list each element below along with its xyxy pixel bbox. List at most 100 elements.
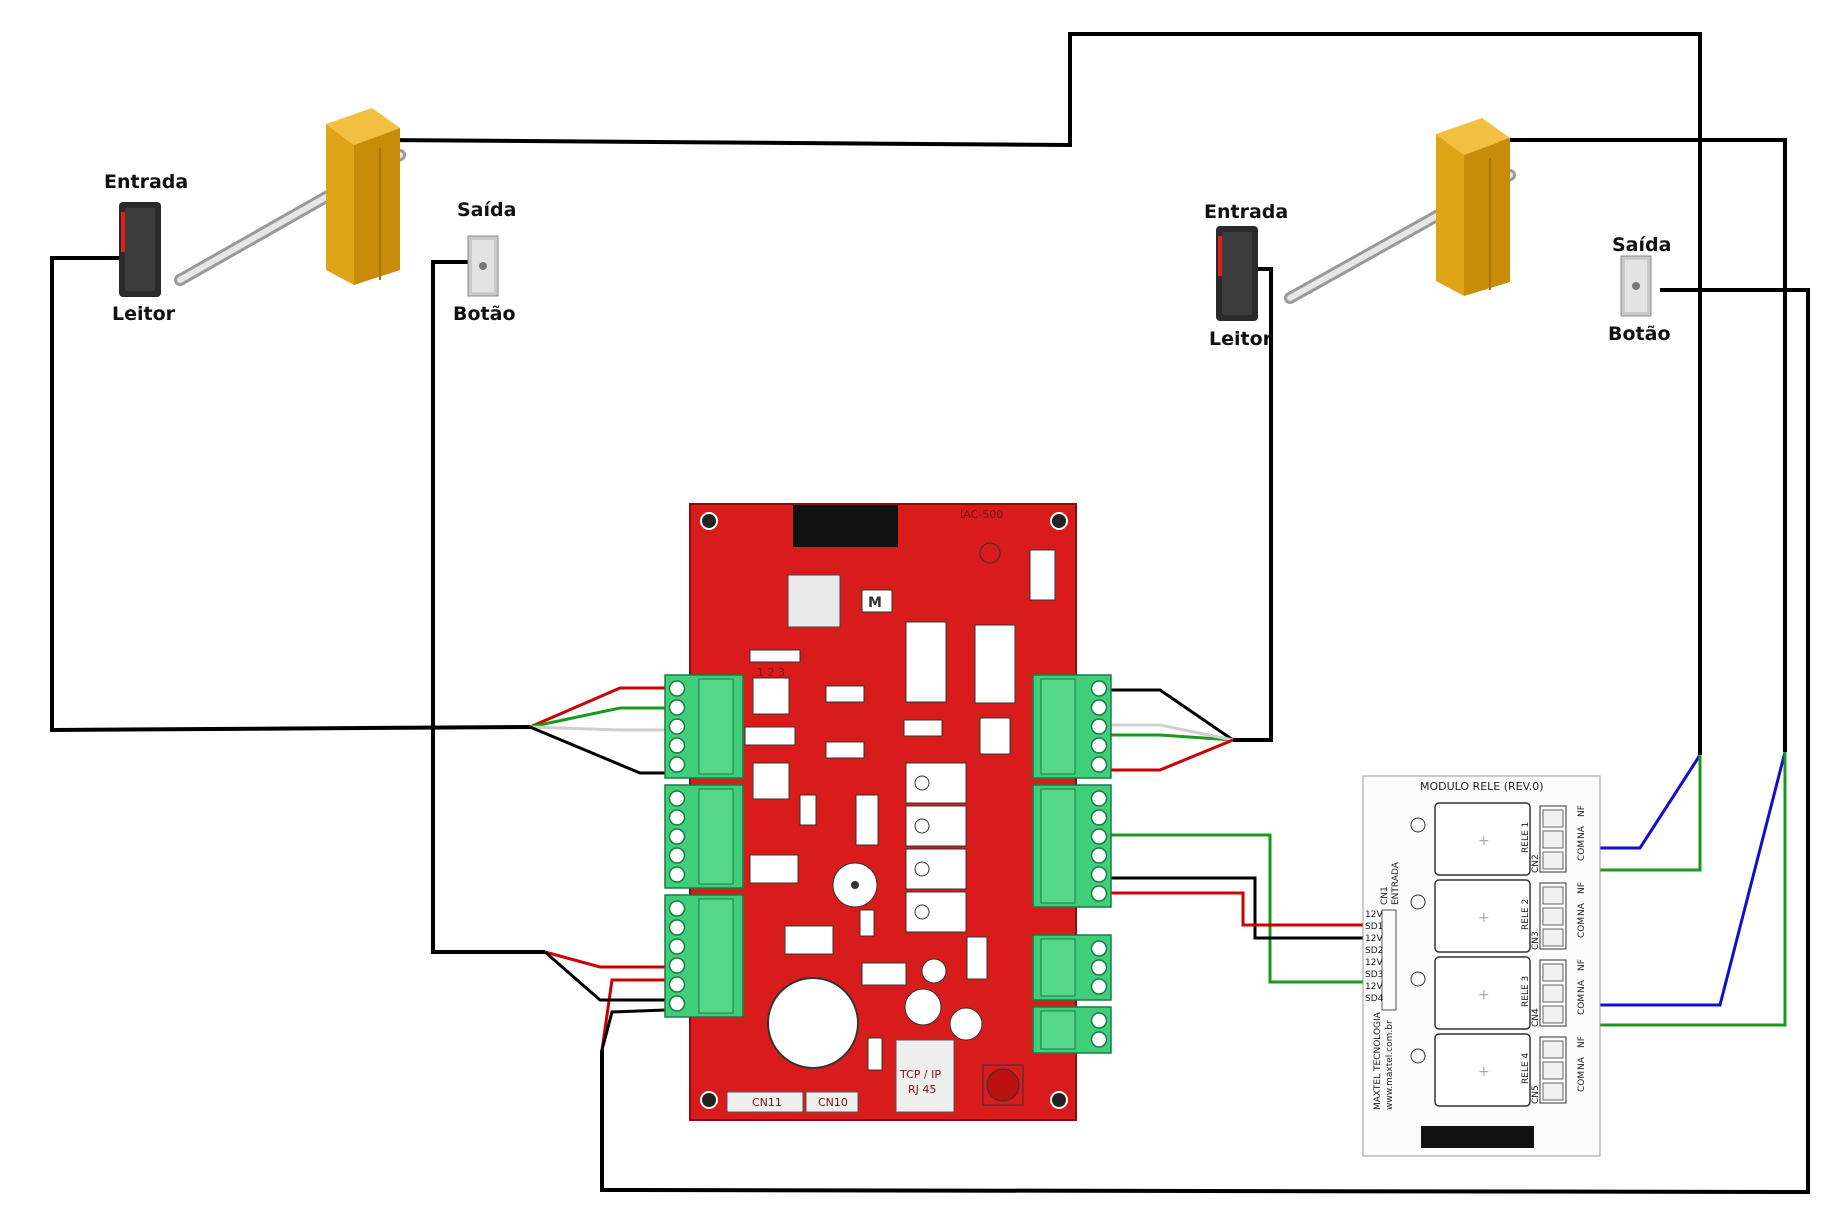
terminal-screw	[1090, 885, 1108, 902]
exit-button-left	[467, 235, 499, 297]
connector-label: CN4	[1531, 1008, 1541, 1027]
relay-label: RELE 3	[1521, 976, 1531, 1007]
controller-board: IAC-500 M 1 2 3	[689, 503, 1077, 1121]
terminal-block	[1032, 934, 1112, 1001]
terminal-screw	[668, 809, 686, 826]
battery	[767, 977, 859, 1069]
terminal-screw	[1090, 809, 1108, 826]
regulator	[905, 762, 967, 804]
terminal-screw	[668, 680, 686, 697]
relay-module-title: MODULO RELE (REV.0)	[1420, 780, 1544, 793]
led	[1410, 1048, 1426, 1064]
site-label: www.maxtel.com.br	[1385, 1020, 1395, 1110]
terminal-screw	[1090, 718, 1108, 735]
contact-label: NA	[1577, 1056, 1587, 1070]
cn11-label: CN11	[752, 1096, 782, 1109]
entrada-label: ENTRADA	[1391, 861, 1401, 905]
terminal-blocks-left	[664, 674, 744, 1018]
relay-coil	[1434, 802, 1531, 876]
wire-red	[529, 686, 666, 729]
mount-hole	[1050, 1091, 1068, 1109]
label-saida-right: Saída	[1612, 234, 1671, 256]
connector-label: CN2	[1531, 854, 1541, 873]
exit-button-right	[1620, 255, 1652, 317]
maker-label: MAXTEL TECNOLOGIA	[1373, 1011, 1383, 1110]
rj45-port	[895, 1039, 955, 1113]
header-block	[752, 677, 790, 715]
wire-white	[529, 725, 666, 732]
wire-black	[600, 1008, 667, 1051]
contact-label: NF	[1577, 959, 1587, 971]
terminal-screw	[1090, 866, 1108, 883]
regulator	[905, 848, 967, 890]
terminal-screw	[668, 919, 686, 936]
regulator	[905, 891, 967, 933]
card-reader-right	[1216, 226, 1258, 321]
wire-red	[1110, 738, 1234, 772]
wire-green	[1110, 733, 1234, 742]
led	[1410, 971, 1426, 987]
svg-text:+: +	[1478, 987, 1490, 1003]
terminal-screw	[1090, 940, 1108, 957]
terminal-block	[1032, 784, 1112, 908]
connector-cn10	[805, 1091, 859, 1113]
barrier-post-side	[1464, 138, 1510, 296]
label-botao-left: Botão	[453, 303, 516, 325]
contact-label: NA	[1577, 825, 1587, 839]
contact-label: COM	[1577, 1071, 1587, 1092]
board-model: IAC-500	[960, 508, 1003, 521]
pin-numbers: 1 2 3	[757, 666, 785, 679]
reader-led	[1218, 236, 1222, 276]
colored-wires	[529, 686, 1787, 1051]
connector-label: CN5	[1531, 1085, 1541, 1104]
reader-led	[121, 212, 125, 252]
ic	[903, 719, 943, 737]
terminal-block	[664, 674, 744, 779]
contact-label: COM	[1577, 917, 1587, 938]
contact-label: NF	[1577, 805, 1587, 817]
header-block	[752, 762, 790, 800]
terminal-screw	[1090, 828, 1108, 845]
label-leitor-left: Leitor	[112, 303, 176, 325]
wire-black	[529, 725, 666, 775]
terminal-screw	[668, 699, 686, 716]
terminal-screw	[668, 737, 686, 754]
terminal-blocks-right	[1032, 674, 1112, 1054]
chip	[787, 574, 841, 628]
regulator	[905, 805, 967, 847]
terminal-screw	[1090, 680, 1108, 697]
rj45-sublabel: RJ 45	[908, 1083, 936, 1096]
input-pin-label: SD1	[1365, 922, 1383, 932]
wire-white	[1110, 723, 1234, 742]
wire-right-reader	[1233, 267, 1273, 742]
barrier-post-front	[326, 124, 354, 285]
terminal-screw	[1090, 756, 1108, 773]
terminal-screw	[1090, 699, 1108, 716]
led	[1410, 894, 1426, 910]
button-knob	[1632, 282, 1640, 290]
contact-label: COM	[1577, 840, 1587, 861]
input-pin-label: 12V	[1365, 958, 1383, 968]
input-pin-label: 12V	[1365, 910, 1383, 920]
input-pin-label: 12V	[1365, 934, 1383, 944]
input-pin-label: SD4	[1365, 994, 1384, 1004]
terminal-screw	[1090, 1031, 1108, 1048]
ic	[825, 741, 865, 759]
wire-green	[1590, 752, 1787, 1027]
connector-label: CN3	[1531, 931, 1541, 950]
button-knob	[479, 262, 487, 270]
terminal-screw	[668, 976, 686, 993]
wire-blue	[1590, 754, 1702, 850]
barrier-post-front	[1436, 134, 1464, 296]
wire-green	[1110, 833, 1368, 984]
terminal-block	[1032, 1006, 1112, 1054]
terminal-screw	[668, 828, 686, 845]
terminal-screw	[668, 957, 686, 974]
terminal-screw	[668, 756, 686, 773]
terminal-screw	[1090, 959, 1108, 976]
label-saida-left: Saída	[457, 199, 516, 221]
